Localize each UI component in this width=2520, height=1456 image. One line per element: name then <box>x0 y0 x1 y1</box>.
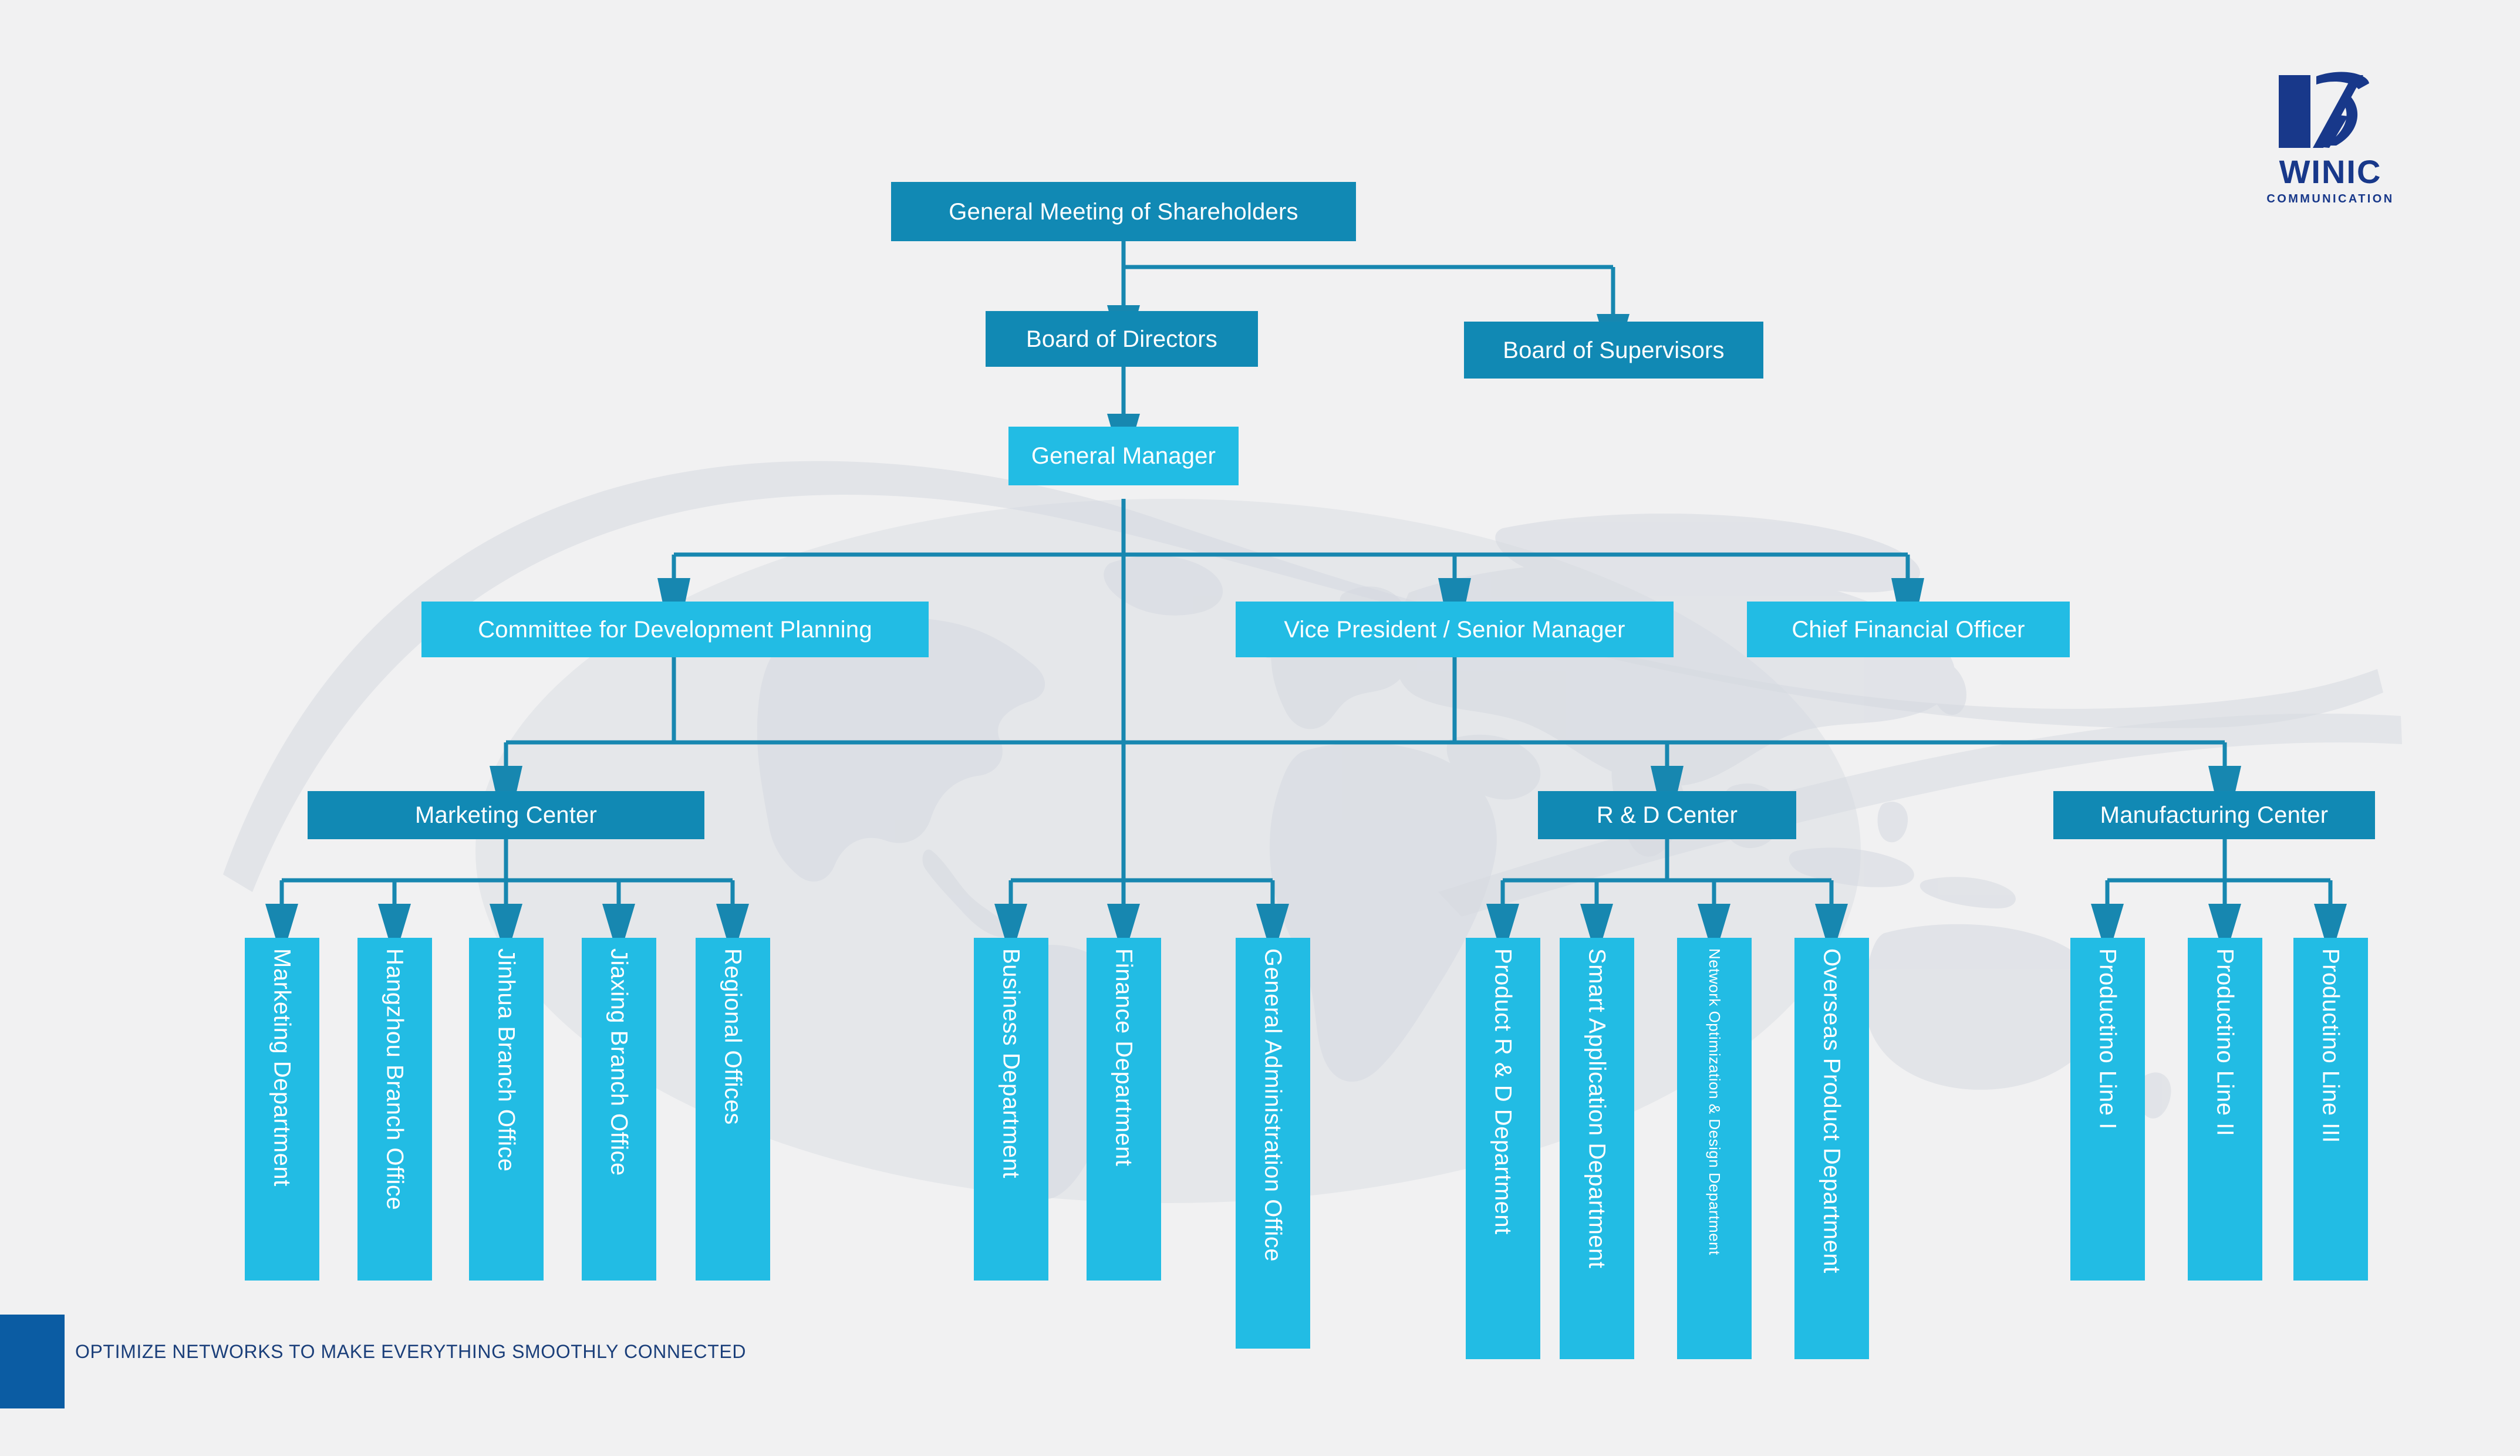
node-label: Manufacturing Center <box>2100 802 2329 828</box>
node-label: Board of Supervisors <box>1503 337 1725 363</box>
node-marketing-department[interactable]: Marketing Department <box>245 938 319 1281</box>
logo-subtitle: COMMUNICATION <box>2266 192 2394 205</box>
node-label: Productino Line III <box>2317 948 2344 1143</box>
node-production-line-2[interactable]: Productino Line II <box>2188 938 2262 1281</box>
node-production-line-3[interactable]: Productino Line III <box>2293 938 2368 1281</box>
node-label: Regional Offices <box>720 948 746 1125</box>
node-label: Network Optimization & Design Department <box>1706 948 1724 1255</box>
node-board-of-supervisors[interactable]: Board of Supervisors <box>1464 322 1763 379</box>
node-network-optimization-and-design-department[interactable]: Network Optimization & Design Department <box>1677 938 1752 1359</box>
node-jiaxing-branch-office[interactable]: Jiaxing Branch Office <box>582 938 656 1281</box>
node-committee-for-development-planning[interactable]: Committee for Development Planning <box>421 602 929 657</box>
node-general-meeting-of-shareholders[interactable]: General Meeting of Shareholders <box>891 182 1356 241</box>
node-general-manager[interactable]: General Manager <box>1008 427 1239 485</box>
node-jinhua-branch-office[interactable]: Jinhua Branch Office <box>469 938 544 1281</box>
node-hangzhou-branch-office[interactable]: Hangzhou Branch Office <box>357 938 432 1281</box>
node-regional-offices[interactable]: Regional Offices <box>696 938 770 1281</box>
node-chief-financial-officer[interactable]: Chief Financial Officer <box>1747 602 2070 657</box>
node-label: Marketing Center <box>415 802 597 828</box>
node-label: Overseas Product Department <box>1819 948 1845 1273</box>
node-vice-president-senior-manager[interactable]: Vice President / Senior Manager <box>1236 602 1674 657</box>
node-label: Business Department <box>998 948 1024 1178</box>
node-label: Smart Application Department <box>1584 948 1610 1269</box>
node-product-r-and-d-department[interactable]: Product R & D Department <box>1466 938 1540 1359</box>
node-r-and-d-center[interactable]: R & D Center <box>1538 791 1796 839</box>
node-board-of-directors[interactable]: Board of Directors <box>986 311 1258 367</box>
node-label: General Administration Office <box>1260 948 1286 1262</box>
node-overseas-product-department[interactable]: Overseas Product Department <box>1794 938 1869 1359</box>
node-manufacturing-center[interactable]: Manufacturing Center <box>2053 791 2375 839</box>
node-label: General Meeting of Shareholders <box>949 198 1298 225</box>
node-label: Jiaxing Branch Office <box>606 948 632 1176</box>
node-smart-application-department[interactable]: Smart Application Department <box>1560 938 1634 1359</box>
node-label: Committee for Development Planning <box>478 616 872 643</box>
node-label: Product R & D Department <box>1490 948 1516 1235</box>
footer-tagline: OPTIMIZE NETWORKS TO MAKE EVERYTHING SMO… <box>75 1341 747 1362</box>
node-marketing-center[interactable]: Marketing Center <box>308 791 704 839</box>
node-label: Chief Financial Officer <box>1792 616 2025 643</box>
node-production-line-1[interactable]: Productino Line I <box>2070 938 2145 1281</box>
node-label: Hangzhou Branch Office <box>382 948 408 1211</box>
node-label: Marketing Department <box>269 948 295 1187</box>
node-label: General Manager <box>1031 443 1216 469</box>
node-label: Productino Line I <box>2094 948 2121 1130</box>
node-label: Finance Department <box>1111 948 1137 1167</box>
winic-logo[interactable]: WINIC COMMUNICATION <box>2242 59 2418 205</box>
node-label: Board of Directors <box>1026 326 1217 352</box>
node-business-department[interactable]: Business Department <box>974 938 1048 1281</box>
winic-monogram-icon <box>2279 72 2369 148</box>
node-label: Vice President / Senior Manager <box>1284 616 1625 643</box>
node-label: Productino Line II <box>2212 948 2238 1137</box>
node-general-administration-office[interactable]: General Administration Office <box>1236 938 1310 1349</box>
node-label: Jinhua Branch Office <box>493 948 519 1172</box>
node-finance-department[interactable]: Finance Department <box>1087 938 1161 1281</box>
node-label: R & D Center <box>1596 802 1738 828</box>
logo-wordmark: WINIC <box>2279 153 2382 190</box>
footer-accent-bar <box>0 1315 65 1408</box>
